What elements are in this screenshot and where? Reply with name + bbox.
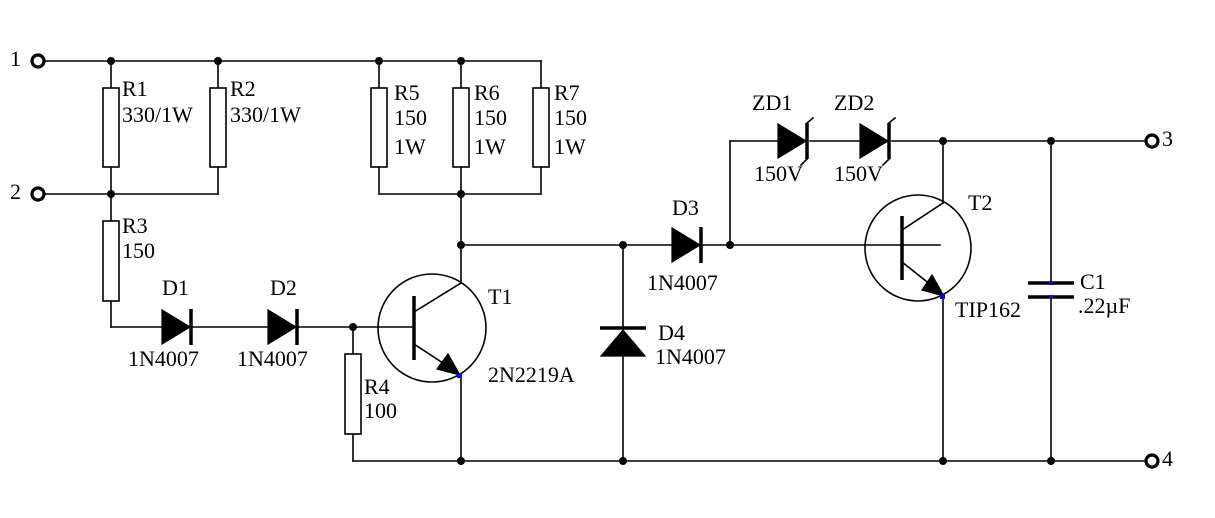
zd2-name: ZD2 xyxy=(834,90,874,115)
diode-d3: D3 1N4007 xyxy=(647,195,718,295)
d4-value: 1N4007 xyxy=(655,344,726,369)
t1-name: T1 xyxy=(488,284,512,309)
zener-zd2: ZD2 150V xyxy=(834,90,897,186)
r4-value: 100 xyxy=(364,398,397,423)
r2-value: 330/1W xyxy=(230,102,301,127)
resistor-r2: R2 330/1W xyxy=(209,76,301,168)
d3-name: D3 xyxy=(672,195,699,220)
c1-name: C1 xyxy=(1080,269,1106,294)
transistor-t2: T2 TIP162 xyxy=(864,190,1021,322)
diode-d4: D4 1N4007 xyxy=(599,320,726,369)
r7-power: 1W xyxy=(554,134,586,159)
zd1-value: 150V xyxy=(754,161,803,186)
t1-value: 2N2219A xyxy=(488,362,575,387)
r5-power: 1W xyxy=(394,134,426,159)
terminal-1: 1 xyxy=(10,46,46,71)
terminal-2-label: 2 xyxy=(10,179,21,204)
d2-value: 1N4007 xyxy=(237,346,308,371)
junction-dots xyxy=(107,57,1055,465)
r1-value: 330/1W xyxy=(122,102,193,127)
resistor-r6: R6 150 1W xyxy=(452,80,507,168)
resistor-r3: R3 150 xyxy=(102,213,155,302)
resistor-r7: R7 150 1W xyxy=(532,80,587,168)
t2-value: TIP162 xyxy=(955,297,1021,322)
zener-zd1: ZD1 150V xyxy=(752,90,815,186)
terminal-1-label: 1 xyxy=(10,46,21,71)
capacitor-c1: C1 .22µF xyxy=(1028,269,1130,318)
resistor-r4: R4 100 xyxy=(344,353,397,435)
d3-value: 1N4007 xyxy=(647,270,718,295)
r6-power: 1W xyxy=(474,134,506,159)
pin-markers xyxy=(457,282,1053,378)
transistor-t1: T1 2N2219A xyxy=(377,273,575,387)
terminal-4: 4 xyxy=(1144,446,1173,471)
r3-value: 150 xyxy=(122,238,155,263)
r7-name: R7 xyxy=(554,80,580,105)
t2-name: T2 xyxy=(968,190,992,215)
terminal-3-label: 3 xyxy=(1162,126,1173,151)
terminal-2: 2 xyxy=(10,179,46,204)
r3-name: R3 xyxy=(122,213,148,238)
diode-d1: D1 1N4007 xyxy=(128,275,199,371)
d4-name: D4 xyxy=(658,320,685,345)
diode-d2: D2 1N4007 xyxy=(237,275,308,371)
terminal-4-label: 4 xyxy=(1162,446,1173,471)
zd2-value: 150V xyxy=(834,161,883,186)
zd1-name: ZD1 xyxy=(752,90,792,115)
r4-name: R4 xyxy=(364,374,390,399)
d1-value: 1N4007 xyxy=(128,346,199,371)
r7-value: 150 xyxy=(554,105,587,130)
resistor-r1: R1 330/1W xyxy=(102,76,193,168)
r1-name: R1 xyxy=(122,76,148,101)
r6-value: 150 xyxy=(474,105,507,130)
d2-name: D2 xyxy=(270,275,297,300)
r5-name: R5 xyxy=(394,80,420,105)
d1-name: D1 xyxy=(162,275,189,300)
c1-value: .22µF xyxy=(1078,293,1130,318)
resistor-r5: R5 150 1W xyxy=(370,80,427,168)
r6-name: R6 xyxy=(474,80,500,105)
r2-name: R2 xyxy=(230,76,256,101)
terminal-3: 3 xyxy=(1144,126,1173,151)
r5-value: 150 xyxy=(394,105,427,130)
